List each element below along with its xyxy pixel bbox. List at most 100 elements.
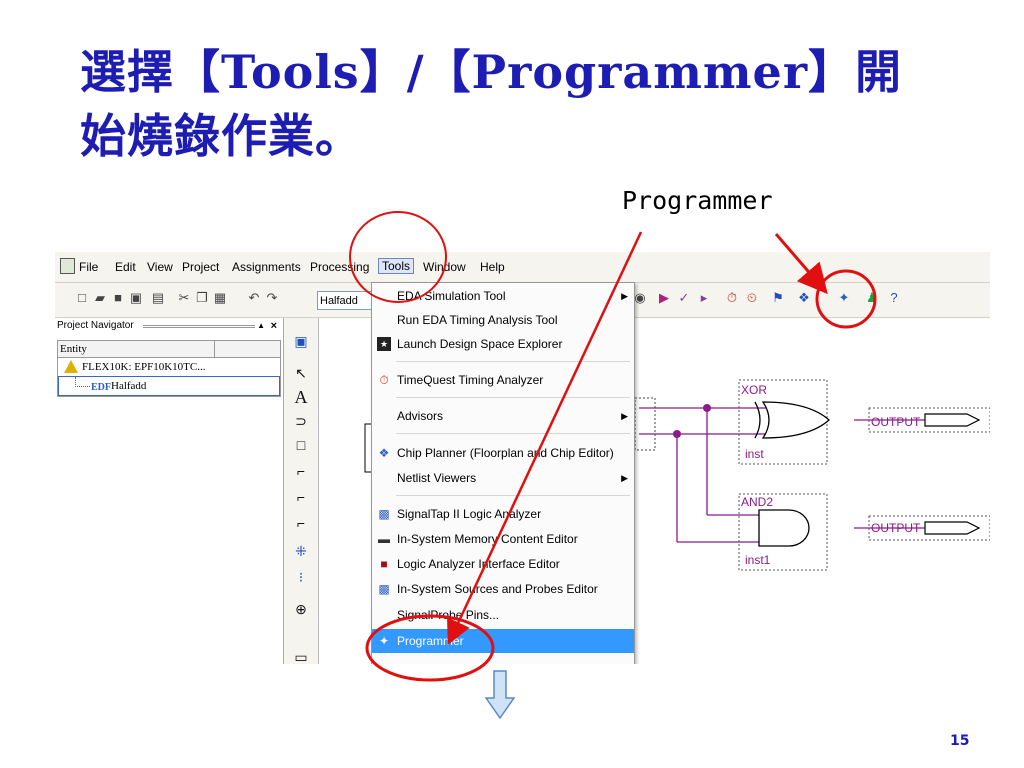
- navigator-header: Project Navigator ▲ ×: [55, 318, 283, 334]
- menu-item-label: Chip Planner (Floorplan and Chip Editor): [397, 446, 614, 460]
- fitter-icon[interactable]: ▸: [700, 290, 708, 305]
- lai-icon: ■: [380, 557, 388, 571]
- navigator-grip: [143, 325, 255, 328]
- menu-item-logic-analyzer-interface[interactable]: ■ Logic Analyzer Interface Editor: [372, 553, 634, 575]
- conduit-tool-icon[interactable]: ⌐: [296, 515, 306, 531]
- menu-item-programmer[interactable]: ✦ Programmer: [372, 629, 634, 653]
- submenu-arrow-icon: ▶: [621, 473, 628, 483]
- analysis-icon[interactable]: ✓: [678, 290, 690, 305]
- copy-icon[interactable]: ❐: [196, 290, 208, 305]
- fullscreen-icon[interactable]: ▭: [294, 649, 308, 664]
- menu-item-label: Run EDA Timing Analysis Tool: [397, 313, 558, 327]
- open-folder-icon[interactable]: ▰: [95, 290, 105, 305]
- block-tool-icon[interactable]: □: [296, 437, 306, 453]
- timing-icon[interactable]: ⏱: [726, 290, 738, 305]
- memory-chip-icon: ▬: [378, 532, 390, 546]
- project-navigator: Project Navigator ▲ × Entity FLEX10K: EP…: [55, 318, 284, 664]
- timequest-icon: ⏱: [379, 373, 389, 387]
- save-icon[interactable]: ■: [114, 290, 122, 305]
- title-line-2: 始燒錄作業。: [80, 109, 362, 163]
- start-compile-icon[interactable]: ▶: [659, 290, 669, 305]
- entity-column-header[interactable]: Entity: [58, 341, 280, 358]
- output-pin-frame: [868, 515, 990, 541]
- pin-icon[interactable]: ▲: [257, 321, 265, 330]
- submenu-arrow-icon: ▶: [621, 291, 628, 301]
- output-pin-frame: [868, 407, 990, 433]
- menu-separator: [396, 495, 630, 496]
- menu-help[interactable]: Help: [480, 260, 505, 274]
- menu-file[interactable]: File: [79, 260, 99, 274]
- tools-menu: EDA Simulation Tool ▶ Run EDA Timing Ana…: [371, 282, 635, 664]
- new-file-icon[interactable]: □: [78, 290, 86, 305]
- junction-dot: [673, 430, 681, 438]
- menu-assignments[interactable]: Assignments: [232, 260, 301, 274]
- dse-icon: ★: [377, 337, 391, 351]
- menu-item-label: SignalTap II Logic Analyzer: [397, 507, 542, 521]
- paste-icon[interactable]: ▦: [213, 290, 227, 305]
- programmer-callout-label: Programmer: [622, 186, 773, 215]
- project-combo[interactable]: Halfadd: [317, 291, 377, 310]
- menu-item-label: Programmer: [397, 634, 464, 648]
- output-pin-label-2: OUTPUT: [871, 521, 921, 535]
- menu-item-sources-probes[interactable]: ▩ In-System Sources and Probes Editor: [372, 578, 634, 600]
- output-pin-label-1: OUTPUT: [871, 415, 921, 429]
- device-row[interactable]: FLEX10K: EPF10K10TC...: [58, 358, 280, 376]
- and-gate-instance: inst1: [745, 553, 771, 567]
- output-pin-symbol[interactable]: [924, 413, 981, 427]
- menu-item-advisors[interactable]: Advisors ▶: [372, 405, 634, 427]
- text-tool-icon[interactable]: A: [294, 387, 308, 407]
- menu-tools[interactable]: Tools: [378, 258, 415, 274]
- xor-back-curve: [754, 401, 761, 439]
- orthogonal-bus-icon[interactable]: ⌐: [296, 489, 306, 505]
- menu-item-eda-timing[interactable]: Run EDA Timing Analysis Tool: [372, 309, 634, 331]
- entity-row-halfadd[interactable]: EDF Halfadd: [58, 376, 280, 396]
- menu-item-design-space-explorer[interactable]: ★ Launch Design Space Explorer: [372, 333, 634, 355]
- menu-item-memory-editor[interactable]: ▬ In-System Memory Content Editor: [372, 528, 634, 550]
- orthogonal-node-icon[interactable]: ⌐: [296, 463, 306, 479]
- menu-edit[interactable]: Edit: [115, 260, 136, 274]
- stop-icon[interactable]: ◉: [634, 290, 646, 305]
- edf-entity-icon: EDF: [91, 382, 111, 393]
- undo-icon[interactable]: ↶: [248, 290, 260, 305]
- entity-column-label: Entity: [60, 343, 87, 355]
- close-icon[interactable]: ×: [270, 320, 277, 332]
- menu-item-chip-planner[interactable]: ❖ Chip Planner (Floorplan and Chip Edito…: [372, 442, 634, 464]
- menu-item-label: In-System Sources and Probes Editor: [397, 582, 598, 596]
- input-pin-stub: [634, 397, 656, 451]
- menu-processing[interactable]: Processing: [310, 260, 370, 274]
- menu-view[interactable]: View: [147, 260, 173, 274]
- timequest-icon[interactable]: ⏲: [746, 290, 758, 305]
- menu-item-eda-simulation[interactable]: EDA Simulation Tool ▶: [372, 285, 634, 307]
- rubberband-icon[interactable]: ⁜: [295, 543, 307, 559]
- redo-icon[interactable]: ↷: [266, 290, 278, 305]
- programmer-icon: ✦: [378, 634, 390, 648]
- signaltap-icon: ▩: [378, 507, 390, 521]
- symbol-tool-icon[interactable]: ⊃: [295, 413, 307, 429]
- help-icon[interactable]: ?: [890, 290, 898, 305]
- menu-item-signalprobe-pins[interactable]: SignalProbe Pins...: [372, 604, 634, 626]
- programmer-icon[interactable]: ✦: [838, 290, 850, 305]
- save-all-icon[interactable]: ▣: [129, 290, 143, 305]
- menu-item-label: Netlist Viewers: [397, 471, 477, 485]
- zoom-icon[interactable]: ⊕: [295, 601, 307, 617]
- print-icon[interactable]: ▤: [151, 290, 165, 305]
- chip-planner-icon: ❖: [378, 446, 390, 460]
- menu-item-timequest[interactable]: ⏱ TimeQuest Timing Analyzer: [372, 369, 634, 391]
- rtl-viewer-icon[interactable]: ⚑: [772, 290, 784, 305]
- chip-planner-icon[interactable]: ❖: [798, 290, 810, 305]
- menu-item-netlist-viewers[interactable]: Netlist Viewers ▶: [372, 467, 634, 489]
- selection-tool-icon[interactable]: ↖: [295, 365, 307, 381]
- partial-line-icon[interactable]: ⁝: [298, 569, 304, 585]
- menu-project[interactable]: Project: [182, 260, 220, 274]
- menu-item-signaltap[interactable]: ▩ SignalTap II Logic Analyzer: [372, 503, 634, 525]
- sources-probes-icon: ▩: [378, 582, 390, 596]
- block-editor-palette: ▣ ↖ A ⊃ □ ⌐ ⌐ ⌐ ⁜ ⁝ ⊕ ▭: [284, 318, 319, 664]
- menu-item-label: Launch Design Space Explorer: [397, 337, 563, 351]
- cut-icon[interactable]: ✂: [178, 290, 190, 305]
- and-gate-symbol[interactable]: [758, 509, 810, 547]
- output-pin-symbol[interactable]: [924, 521, 981, 535]
- detach-window-icon[interactable]: ▣: [294, 333, 308, 349]
- xor-gate-symbol[interactable]: [761, 401, 830, 439]
- sopc-builder-icon[interactable]: ♟: [866, 290, 878, 305]
